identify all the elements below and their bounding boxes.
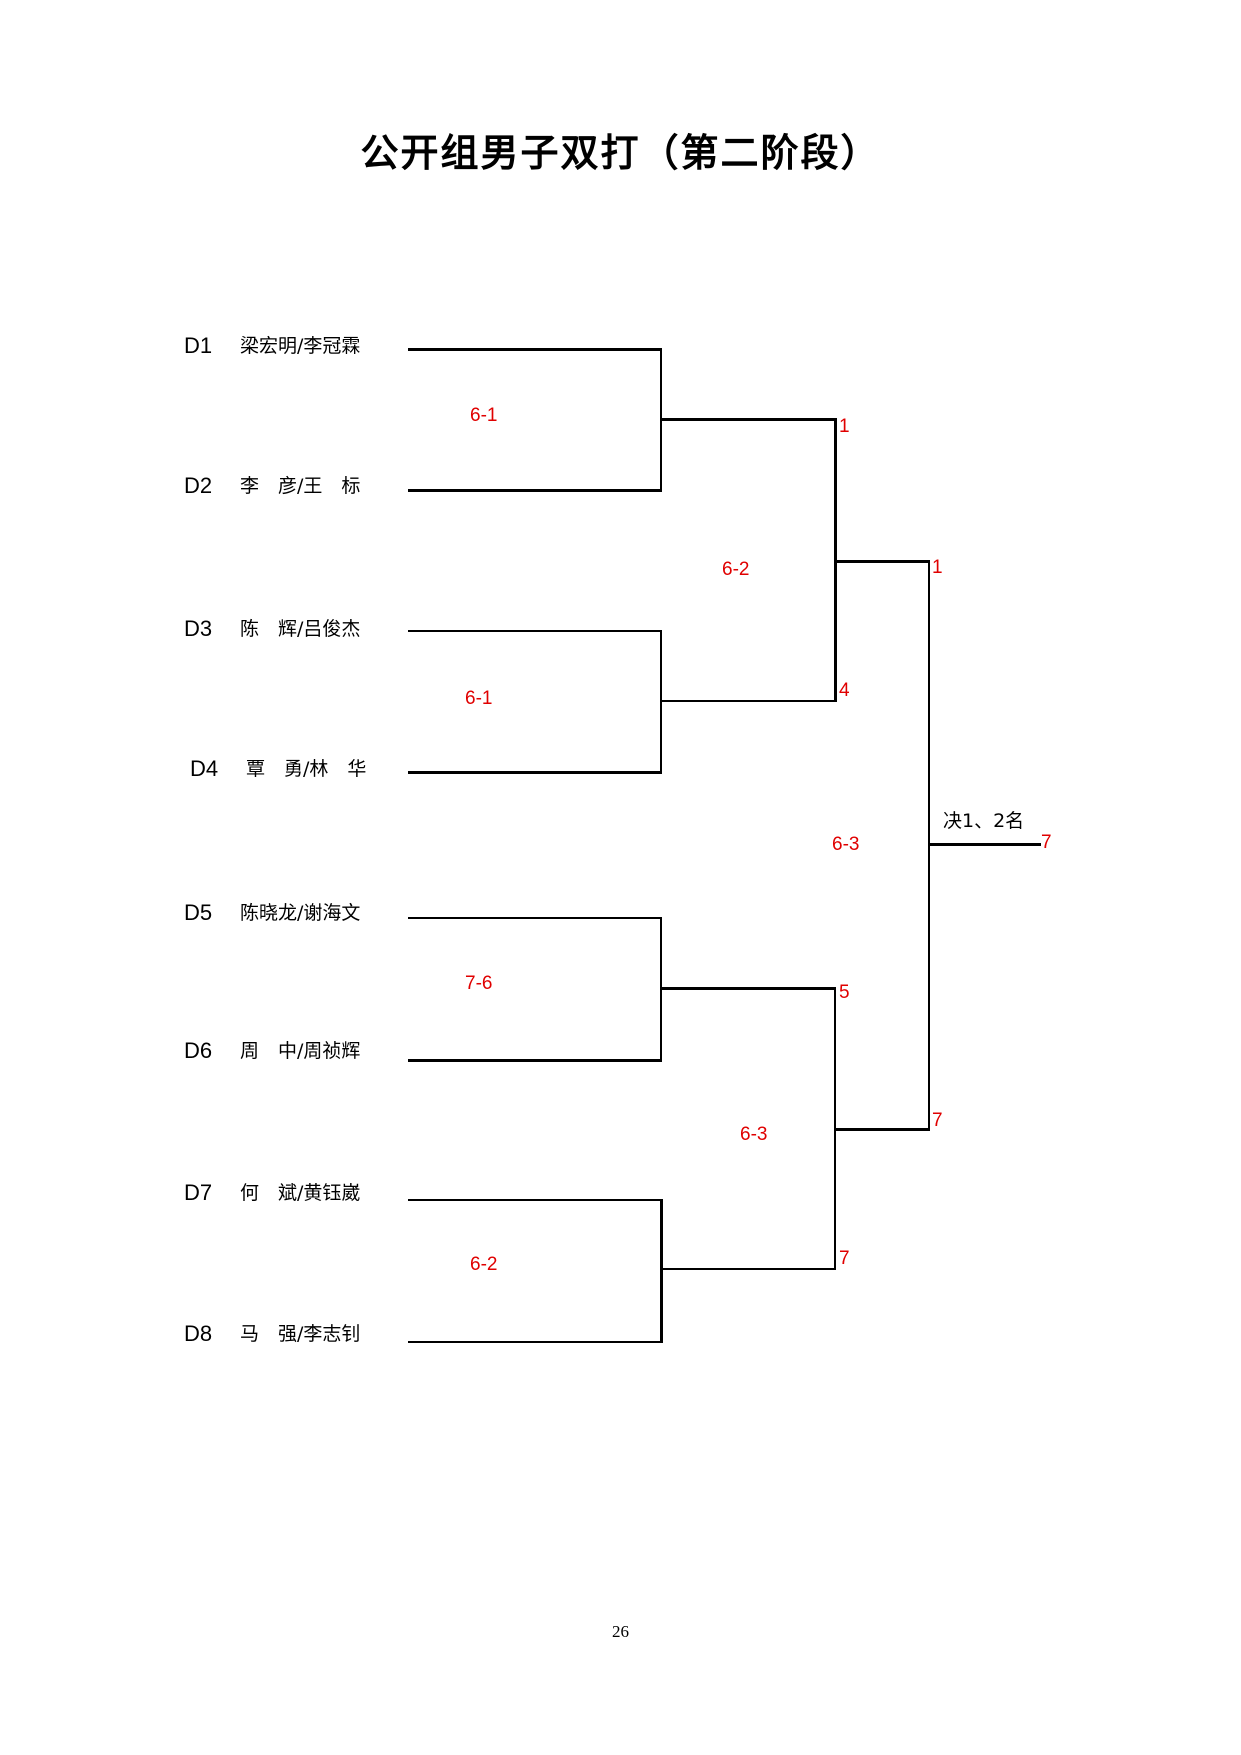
match-score: 6-2 [470,1254,498,1275]
player-pair: 周 中/周祯辉 [240,1040,361,1062]
bracket-line [408,630,662,632]
winner-label: 7 [932,1110,943,1131]
seed-label: D1 [184,333,213,358]
winner-label: 5 [839,982,850,1003]
seed-label: D7 [184,1180,213,1205]
bracket-line [408,1059,662,1062]
match-score: 6-1 [465,688,493,709]
match-score: 6-3 [740,1124,768,1145]
bracket-line [660,700,836,702]
player-pair: 马 强/李志钊 [240,1323,361,1345]
player-pair: 覃 勇/林 华 [246,758,367,780]
player-pair: 陈 辉/吕俊杰 [240,618,361,640]
bracket-line [660,630,662,774]
winner-label: 4 [839,680,850,701]
bracket-line [408,1199,662,1201]
bracket-line [660,1268,836,1270]
bracket-line [834,560,930,563]
player-pair: 陈晓龙/谢海文 [240,902,361,924]
player-pair: 李 彦/王 标 [240,475,361,497]
winner-label: 1 [839,416,850,437]
bracket-line [660,987,836,990]
match-score: 6-1 [470,405,498,426]
winner-label: 1 [932,557,943,578]
champion-label: 7 [1041,832,1052,853]
player-pair: 何 斌/黄钰崴 [240,1182,361,1204]
seed-label: D6 [184,1038,213,1063]
page-number: 26 [612,1622,629,1641]
seed-label: D3 [184,616,213,641]
final-label: 决1、2名 [943,810,1025,832]
winner-label: 7 [839,1248,850,1269]
bracket-line [660,418,836,421]
seed-label: D5 [184,900,213,925]
bracket-line [408,489,662,492]
bracket-line [834,1128,930,1131]
bracket-line [660,1199,663,1343]
page-title: 公开组男子双打（第二阶段） [360,131,881,175]
seed-label: D8 [184,1321,213,1346]
bracket-line [408,771,662,774]
final-score: 6-3 [832,834,860,855]
match-score: 7-6 [465,973,493,994]
bracket-line [928,843,1041,846]
bracket-line [408,1341,662,1343]
player-pair: 梁宏明/李冠霖 [240,335,361,357]
seed-label: D2 [184,473,213,498]
seed-label: D4 [190,756,219,781]
bracket-line [408,348,662,351]
match-score: 6-2 [722,559,750,580]
bracket-line [408,917,662,919]
